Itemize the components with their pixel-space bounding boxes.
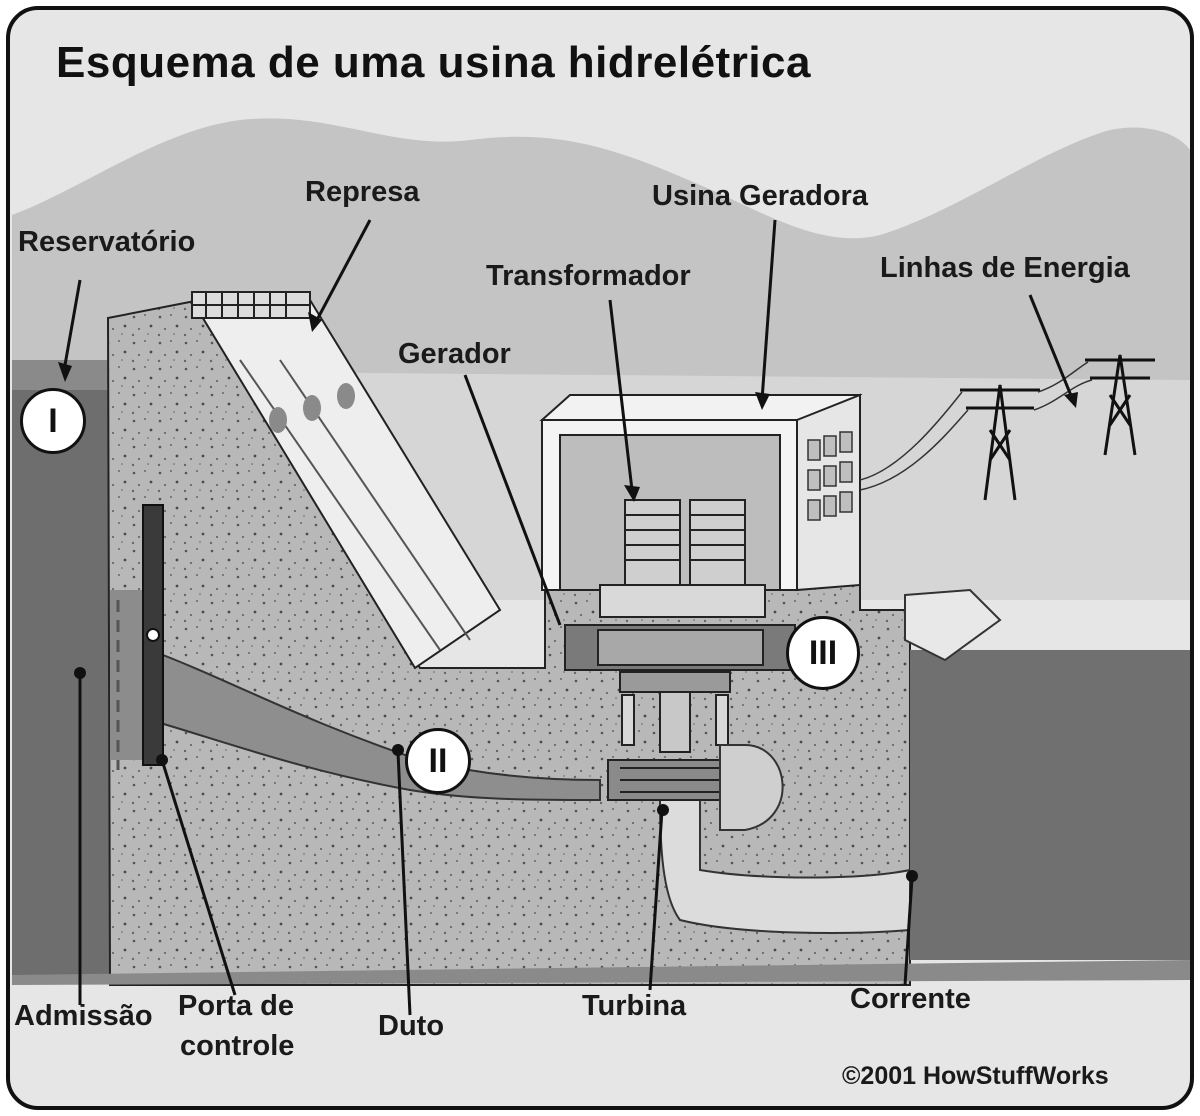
turbine-housing bbox=[719, 744, 784, 831]
label-transformador: Transformador bbox=[486, 260, 691, 292]
label-turbina: Turbina bbox=[582, 990, 687, 1022]
diagram-title: Esquema de uma usina hidrelétrica bbox=[56, 38, 811, 87]
powerhouse-windows bbox=[807, 431, 853, 521]
label-represa: Represa bbox=[305, 176, 420, 208]
label-corrente: Corrente bbox=[850, 983, 971, 1015]
penstock bbox=[149, 648, 601, 802]
label-gerador: Gerador bbox=[398, 338, 511, 370]
marker-ii: II bbox=[405, 728, 471, 794]
transformer-base bbox=[599, 584, 766, 618]
label-porta-de-controle-line1: Porta de bbox=[178, 990, 295, 1022]
label-reservatorio: Reservatório bbox=[18, 226, 196, 258]
label-linhas-de-energia: Linhas de Energia bbox=[880, 252, 1130, 284]
outflow-channel bbox=[658, 799, 911, 934]
marker-i: I bbox=[20, 388, 86, 454]
copyright-notice: ©2001 HowStuffWorks bbox=[842, 1062, 1109, 1090]
label-porta-de-controle-line2: controle bbox=[180, 1030, 295, 1062]
transformer-units bbox=[624, 499, 746, 586]
leader-lines bbox=[63, 219, 1074, 1016]
label-duto: Duto bbox=[378, 1010, 445, 1042]
label-usina-geradora: Usina Geradora bbox=[652, 180, 868, 212]
riverbank bbox=[904, 588, 1002, 662]
reservoir-water bbox=[12, 385, 110, 975]
leader-heads bbox=[58, 312, 1078, 882]
power-towers bbox=[960, 354, 1155, 501]
power-lines bbox=[859, 361, 1093, 491]
river bbox=[910, 650, 1190, 960]
marker-iii: III bbox=[786, 616, 860, 690]
label-admissao: Admissão bbox=[14, 1000, 153, 1032]
reservoir-surface bbox=[12, 360, 110, 390]
